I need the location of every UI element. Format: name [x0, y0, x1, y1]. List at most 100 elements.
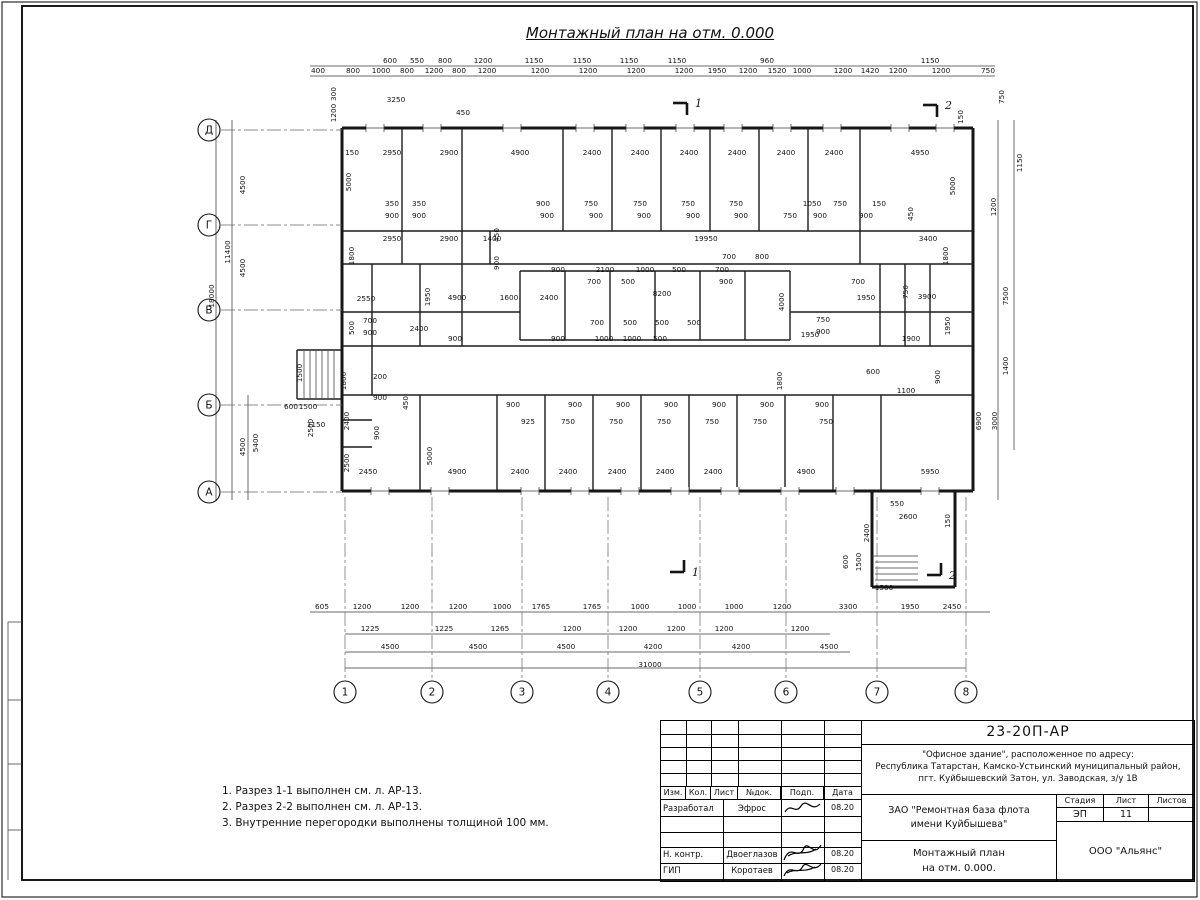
axis-label: 4	[605, 687, 612, 699]
dim-label: 5000	[425, 446, 434, 465]
address-line-1: "Офисное здание", расположенное по адрес…	[922, 750, 1134, 760]
dim-label: 900	[712, 400, 726, 409]
axis-label: 1	[342, 687, 349, 699]
dim-label: 4500	[238, 175, 247, 194]
dim-label: 1200	[627, 66, 646, 75]
row-developer-role: Разработал	[663, 803, 714, 813]
axis-label: 2	[429, 687, 436, 699]
notes-block: 1. Разрез 1-1 выполнен см. л. АР-13. 2. …	[222, 784, 549, 831]
dim-label: 1950	[943, 316, 952, 335]
dim-label: 200	[373, 372, 387, 381]
dim-label: 1000	[623, 334, 642, 343]
axis-label: Б	[205, 400, 212, 412]
dim-label: 600	[866, 367, 880, 376]
dim-label: 4500	[381, 642, 400, 651]
dim-label: 900	[816, 327, 830, 336]
dim-label: 700	[715, 265, 729, 274]
dim-label: 150	[943, 514, 952, 528]
section-label: 1	[692, 566, 699, 579]
sheet-value: 11	[1103, 808, 1148, 822]
dim-label: 900	[616, 400, 630, 409]
dim-label: 1000	[678, 602, 697, 611]
axis-bubble	[197, 480, 221, 504]
dim-label: 11400	[223, 240, 232, 264]
dim-label: 750	[819, 417, 833, 426]
axis-label: А	[205, 487, 213, 499]
plan-title: Монтажный план на отм. 0.000	[525, 24, 775, 42]
dim-label: 3300	[839, 602, 858, 611]
section-label: 2	[944, 99, 952, 112]
col-kol: Кол.	[686, 786, 711, 800]
dim-label: 1225	[435, 624, 454, 633]
tb-line	[824, 721, 825, 881]
dim-label: 1150	[921, 56, 940, 65]
dim-label: 2500	[342, 453, 351, 472]
dim-label: 750	[783, 211, 797, 220]
dim-label: 1900	[902, 334, 921, 343]
dim-label: 4500	[557, 642, 576, 651]
dim-label: 2400	[862, 523, 871, 542]
row-developer-name: Эфрос	[737, 803, 767, 813]
tb-line	[686, 721, 687, 786]
section-label: 1	[695, 97, 702, 110]
dim-label: 2600	[899, 512, 918, 521]
dim-label: 1800	[347, 246, 356, 265]
dim-label: 1800	[775, 371, 784, 390]
dim-label: 750	[609, 417, 623, 426]
dim-label: 1200	[715, 624, 734, 633]
dim-label: 2450	[359, 467, 378, 476]
dim-label: 350	[412, 199, 426, 208]
row-gip-date: 08.20	[831, 865, 854, 874]
axis-label: 5	[697, 687, 704, 699]
dim-label: 600	[284, 402, 298, 411]
dim-label: 1200	[474, 56, 493, 65]
dim-label: 450	[492, 228, 501, 242]
dim-label: 4200	[644, 642, 663, 651]
dim-label: 750	[584, 199, 598, 208]
dim-label: 900	[568, 400, 582, 409]
row-ncontrol-role: Н. контр.	[663, 849, 704, 859]
dim-label: 800	[452, 66, 466, 75]
dim-label: 2900	[440, 148, 459, 157]
sheet-subject-line-2: на отм. 0.000.	[922, 862, 996, 874]
organization-name: ООО "Альянс"	[1088, 846, 1163, 857]
dim-label: 2550	[357, 294, 376, 303]
axis-label: Д	[205, 125, 213, 137]
dim-label: 1200	[791, 624, 810, 633]
axis-label: 3	[519, 687, 526, 699]
dim-label: 750	[816, 315, 830, 324]
dim-label: 150	[956, 110, 965, 124]
dim-label: 1200	[834, 66, 853, 75]
axis-bubble	[197, 393, 221, 417]
dim-label: 300	[329, 87, 338, 101]
dim-label: 750	[729, 199, 743, 208]
dim-label: 800	[755, 252, 769, 261]
dim-label: 900	[686, 211, 700, 220]
dim-label: 2400	[777, 148, 796, 157]
dim-label: 1200	[675, 66, 694, 75]
section-label: 2	[948, 569, 956, 582]
dim-label: 1400	[483, 234, 502, 243]
dim-label: 2400	[704, 467, 723, 476]
dim-label: 1200	[619, 624, 638, 633]
dim-label: 700	[722, 252, 736, 261]
dim-label: 2400	[680, 148, 699, 157]
axis-bubble	[774, 680, 798, 704]
signature-ncontrol	[783, 844, 822, 861]
dim-label: 4900	[448, 293, 467, 302]
tb-line	[723, 800, 724, 881]
row-gip-name: Коротаев	[731, 865, 773, 875]
dim-label: 900	[734, 211, 748, 220]
dim-label: 750	[561, 417, 575, 426]
axis-label: В	[205, 305, 212, 317]
tb-line	[661, 816, 861, 817]
dim-label: 2900	[440, 234, 459, 243]
dim-label: 4900	[448, 467, 467, 476]
axis-bubble	[197, 298, 221, 322]
dim-label: 500	[672, 265, 686, 274]
stage-header: Стадия	[1057, 795, 1103, 808]
dim-label: 2400	[608, 467, 627, 476]
dim-label: 7500	[1001, 286, 1010, 305]
dim-label: 400	[311, 66, 325, 75]
